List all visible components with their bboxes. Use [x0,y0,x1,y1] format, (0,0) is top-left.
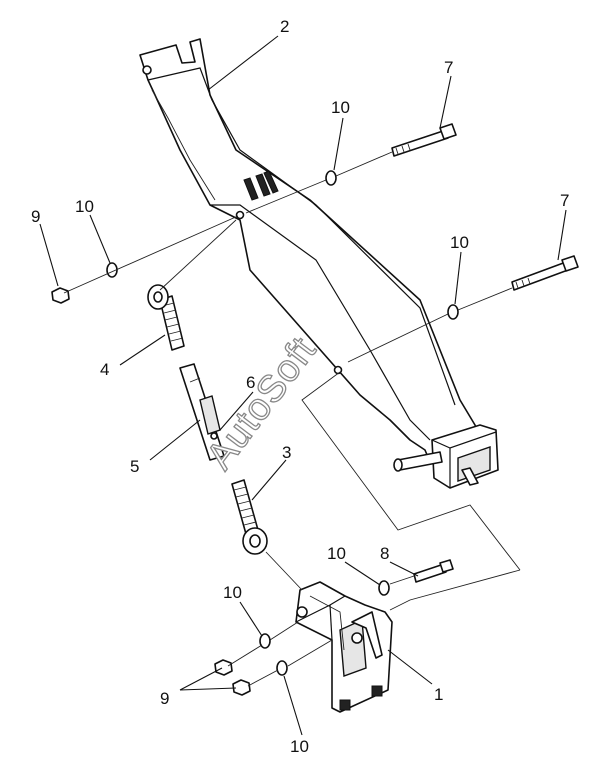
callout-6: 6 [246,373,255,392]
callout-7-right: 7 [560,191,569,210]
callout-10-bottom: 10 [290,737,309,756]
main-arm [139,38,499,489]
bolt-right [511,255,579,291]
callout-4: 4 [100,360,109,379]
upper-rod-end [147,284,185,351]
leader-lines [39,35,567,736]
callout-10-mid: 10 [327,544,346,563]
callout-3: 3 [282,443,291,462]
callout-5: 5 [130,457,139,476]
callout-9-lower: 9 [160,689,169,708]
lower-rod-end [231,479,268,555]
callout-1: 1 [434,685,443,704]
bolt-upper [391,123,457,157]
callout-labels: 2 7 10 7 10 9 10 4 6 5 3 10 8 10 9 10 1 [31,17,569,756]
callout-7-upper: 7 [444,58,453,77]
callout-2: 2 [280,17,289,36]
callout-8: 8 [380,544,389,563]
washers [106,170,459,676]
watermark: AutoSoft [199,329,325,477]
assembly-lines [63,151,521,687]
callout-10-right: 10 [450,233,469,252]
mounting-bracket [295,581,393,713]
nuts [51,287,251,696]
callout-10-left: 10 [75,197,94,216]
callout-10-lower-left: 10 [223,583,242,602]
callout-9-left: 9 [31,207,40,226]
callout-10-top: 10 [331,98,350,117]
bolt-lower [413,559,454,583]
